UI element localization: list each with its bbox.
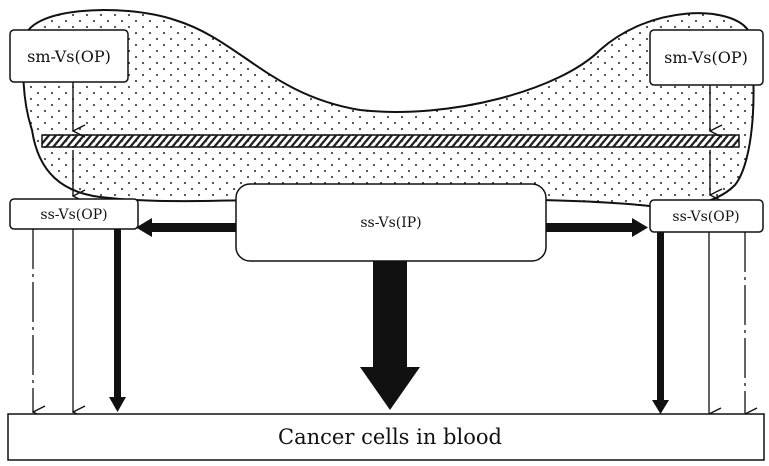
ss-vs-op-right: ss-Vs(OP)	[650, 200, 763, 232]
right-drain-arrows	[652, 232, 745, 414]
sm-vs-op-left: sm-Vs(OP)	[10, 30, 128, 82]
sm-vs-op-right-label: sm-Vs(OP)	[664, 48, 748, 67]
blood-compartment: Cancer cells in blood	[8, 414, 764, 460]
ss-vs-op-left-label: ss-Vs(OP)	[40, 207, 107, 223]
ss-vs-op-left: ss-Vs(OP)	[10, 199, 138, 229]
ss-vs-op-right-label: ss-Vs(OP)	[672, 209, 739, 225]
sm-vs-op-left-label: sm-Vs(OP)	[27, 47, 111, 66]
blood-label: Cancer cells in blood	[278, 425, 502, 449]
ss-vs-ip-label: ss-Vs(IP)	[360, 215, 421, 231]
central-flow-arrow	[360, 261, 420, 410]
left-drain-arrows	[33, 229, 126, 412]
tumor-body	[23, 10, 753, 207]
hatched-band	[42, 135, 739, 147]
ss-vs-ip: ss-Vs(IP)	[236, 184, 546, 261]
sm-vs-op-right: sm-Vs(OP)	[650, 30, 763, 85]
